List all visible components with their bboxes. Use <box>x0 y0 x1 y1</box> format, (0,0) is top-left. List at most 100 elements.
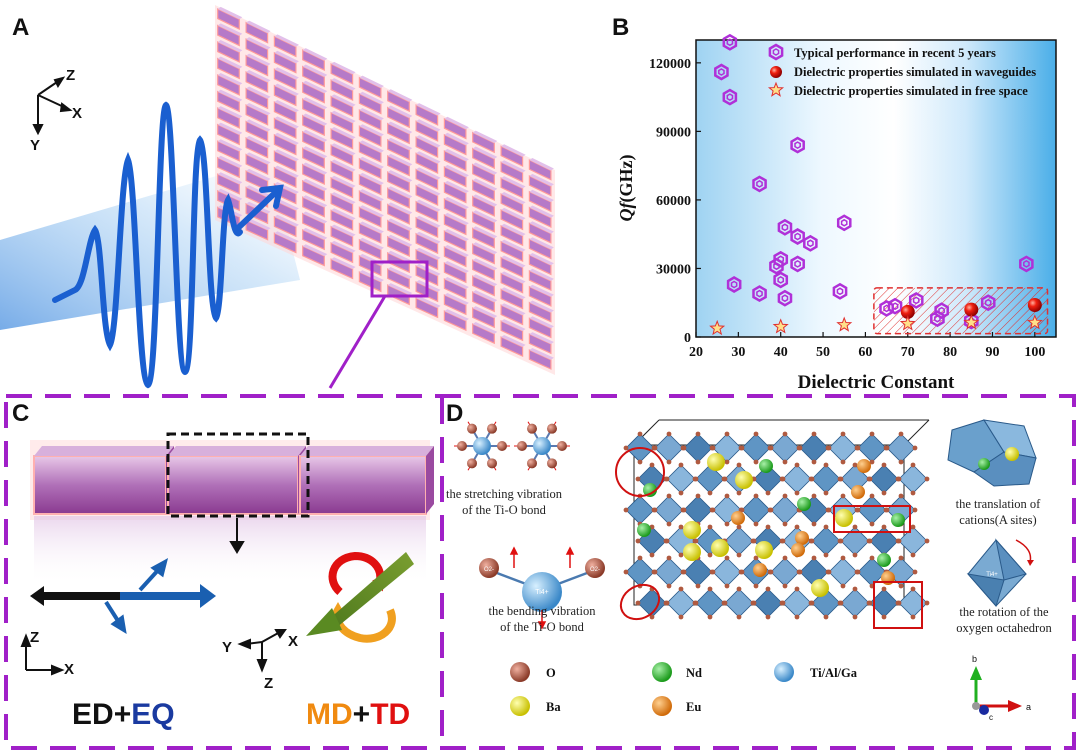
translation-octahedra <box>947 419 1037 487</box>
em-wave <box>52 101 243 389</box>
meta-unit <box>472 131 495 154</box>
meta-unit <box>415 248 439 271</box>
meta-unit <box>443 294 467 316</box>
octahedron <box>741 433 771 463</box>
caption-rot-1: the rotation of the <box>959 605 1049 619</box>
octahedron <box>770 557 800 587</box>
marker-freespace <box>709 319 726 336</box>
octahedron <box>654 557 684 587</box>
label-eq: EQ <box>131 698 174 731</box>
panel-a-figure: Z X Y <box>0 5 555 389</box>
marker-typical <box>836 214 852 232</box>
meta-unit <box>217 140 240 162</box>
meta-unit <box>528 190 552 213</box>
marker-typical <box>726 276 742 293</box>
label-plus-2: + <box>353 698 371 731</box>
marker-waveguide <box>900 304 915 319</box>
atom-ba-label: Ba <box>546 700 561 714</box>
down-arrow <box>229 518 245 554</box>
panel-a-label: A <box>12 14 30 41</box>
ba-atom <box>711 539 729 557</box>
ba-atom <box>707 453 725 471</box>
legend-entry-typical: Typical performance in recent 5 years <box>794 46 996 60</box>
meta-unit <box>528 206 552 228</box>
legend-o-ball <box>510 662 530 682</box>
meta-unit <box>415 184 439 207</box>
wave-arrow <box>235 184 284 231</box>
legend-marker-freespace <box>767 81 785 97</box>
octahedron <box>724 588 754 618</box>
highlight-markers <box>615 447 923 629</box>
eu-atom <box>795 531 809 545</box>
y-tick-label: 0 <box>684 331 691 346</box>
ba-atom <box>683 543 701 561</box>
octahedron <box>695 588 725 618</box>
atom-ti-label: Ti/Al/Ga <box>810 666 858 680</box>
atom-nd-label: Nd <box>686 666 702 680</box>
marker-typical <box>769 257 784 275</box>
ed-arrow <box>30 584 216 608</box>
x-tick-label: 70 <box>901 345 915 360</box>
meta-unit <box>217 156 240 179</box>
octahedron <box>666 464 696 494</box>
octahedron <box>782 464 812 494</box>
meta-unit <box>217 173 240 195</box>
marker-freespace <box>836 316 853 332</box>
eu-atom <box>731 511 745 525</box>
eu-atom <box>851 485 865 499</box>
meta-unit <box>387 268 410 290</box>
axis-x-label: X <box>72 105 82 122</box>
marker-freespace <box>899 315 916 331</box>
meta-unit <box>302 212 325 234</box>
eu-atom <box>753 563 767 577</box>
meta-unit <box>528 333 552 355</box>
octahedron <box>654 495 684 525</box>
label-md: MD <box>306 698 353 731</box>
y-axis-label-q: Qf <box>616 200 636 221</box>
x-tick-label: 90 <box>985 345 999 360</box>
panel-b-label: B <box>612 14 630 41</box>
data-marks <box>709 33 1043 336</box>
highlight-region <box>873 287 1049 335</box>
octahedron <box>712 557 742 587</box>
c2-axis-y: Y <box>222 639 232 656</box>
x-tick-label: 40 <box>774 345 788 360</box>
unit-cell-highlight <box>370 260 429 298</box>
highlight-region-box <box>873 287 1049 335</box>
c-axis-x: X <box>64 661 74 678</box>
caption-bend-2: of the Ti-O bond <box>500 620 584 634</box>
svg-text:MD+TD: MD+TD <box>306 698 410 731</box>
x-tick-label: 20 <box>689 345 703 360</box>
octahedron <box>724 526 754 556</box>
caption-stretch-1: the stretching vibration <box>446 487 563 501</box>
marker-freespace <box>1026 314 1043 330</box>
meta-unit <box>302 196 325 218</box>
octahedron <box>811 464 841 494</box>
nd-atom <box>877 553 891 567</box>
meta-unit <box>528 238 552 260</box>
marker-typical <box>887 297 903 315</box>
axis-y-label: Y <box>30 137 40 154</box>
y-tick-label: 90000 <box>656 125 691 140</box>
axis-c-label: c <box>989 713 993 722</box>
ba-atom <box>811 579 829 597</box>
octahedron <box>625 495 655 525</box>
axis-a-label: a <box>1026 702 1031 712</box>
legend-eu-ball <box>652 696 672 716</box>
marker-typical <box>714 63 729 81</box>
y-tick-label: 30000 <box>656 262 691 277</box>
nd-atom <box>637 523 651 537</box>
x-tick-label: 80 <box>943 345 957 360</box>
caption-stretch-2: of the Ti-O bond <box>462 503 546 517</box>
ba-atom <box>683 521 701 539</box>
eq-arrows <box>104 558 169 634</box>
marker-typical <box>722 33 738 51</box>
panel-c-figure: Z X Y X Z ED+EQ MD+TD <box>20 432 434 731</box>
nd-atom <box>797 497 811 511</box>
ba-atom <box>735 471 753 489</box>
marker-freespace <box>772 318 789 334</box>
resonator-bars <box>30 440 434 586</box>
octahedron <box>683 557 713 587</box>
meta-unit <box>528 269 552 292</box>
meta-unit <box>528 174 552 197</box>
